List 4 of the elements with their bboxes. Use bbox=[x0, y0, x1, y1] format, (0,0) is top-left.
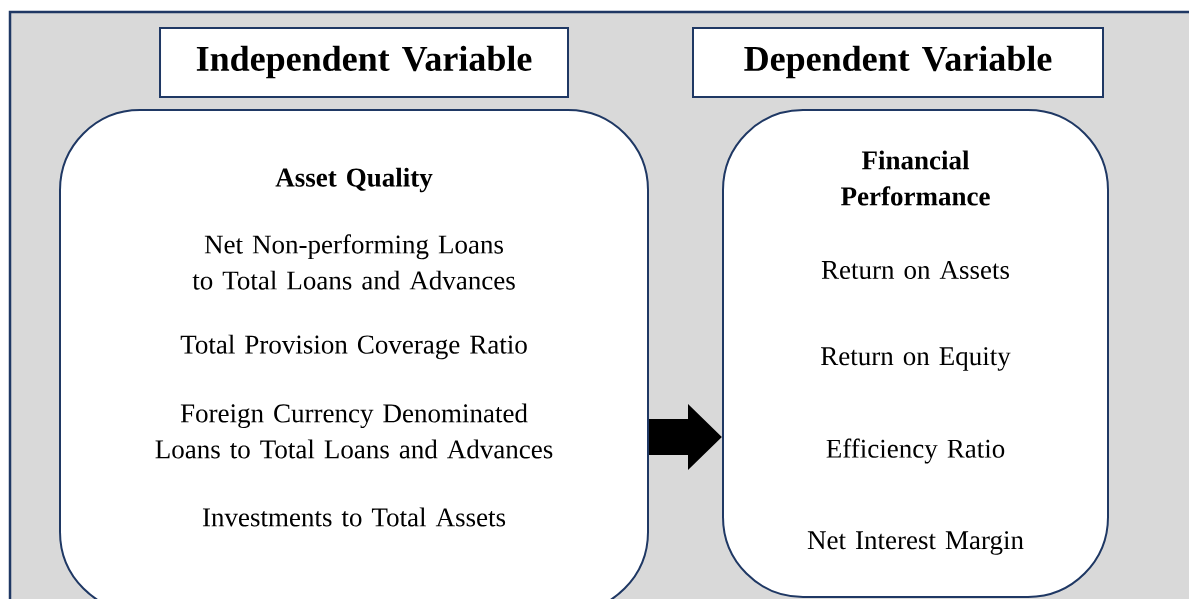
heading-box: Independent Variable bbox=[159, 27, 569, 98]
rounded-box: Financial Performance Return on Assets Return on Equity Efficiency Ratio Net Interest Margin bbox=[722, 109, 1109, 598]
rounded-box: Asset Quality Net Non-performing Loans to Total Loans and Advances Total Provision Coverage Ratio Foreign Currency Denominated Loans to Total Loans and Advances Investments to Total Assets bbox=[59, 109, 649, 599]
heading-box: Dependent Variable bbox=[692, 27, 1104, 98]
